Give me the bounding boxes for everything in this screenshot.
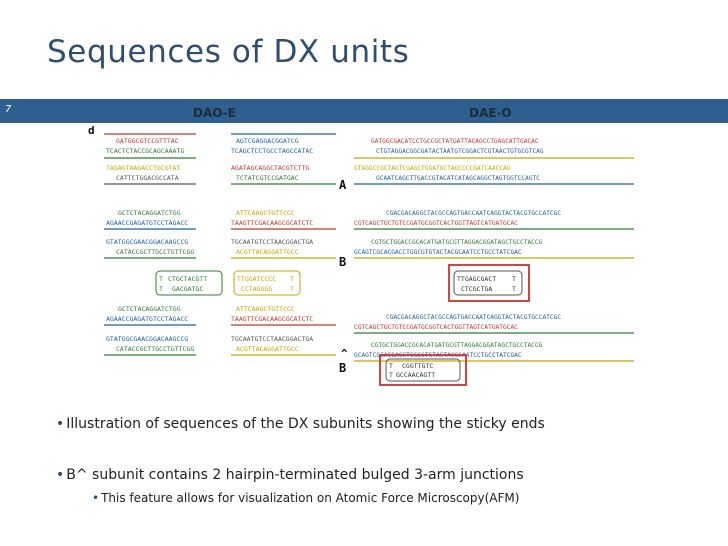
seq-line: AGAACCGAGATGTCCTAGACC bbox=[106, 315, 188, 323]
seq-line: CTCGCTGA bbox=[461, 285, 492, 293]
seq-line: ACGTTACAGGATTGCC bbox=[236, 248, 299, 256]
bullet-dot: • bbox=[56, 467, 64, 483]
seq-line: TCAGCTCCTGCCTAGCCATAC bbox=[231, 147, 313, 155]
seq-line: TGCAATGTCCTAACGGACTGA bbox=[231, 238, 313, 246]
bullet-dot: • bbox=[56, 416, 64, 432]
left-block-4: ATTCAAGCTGTTCCC TAAGTTCGACAAGCGCATCTC TG… bbox=[231, 209, 336, 258]
sub-bullet-1: •This feature allows for visualization o… bbox=[92, 491, 519, 505]
seq-line: AGTCGAGGACGGATCG bbox=[236, 137, 299, 145]
bullet-text: This feature allows for visualization on… bbox=[101, 491, 519, 505]
seq-line: ATTCAAGCTGTTCCC bbox=[236, 305, 295, 313]
seq-line: CATACCGCTTGCCTGTTCGG bbox=[116, 345, 194, 353]
slide-title: Sequences of DX units bbox=[47, 34, 409, 70]
seq-line: TCTATCGTCCGATGAC bbox=[236, 174, 299, 182]
bullet-text: B^ subunit contains 2 hairpin-terminated… bbox=[66, 467, 523, 483]
seq-line: GCTCTACAGGATCTGG bbox=[118, 209, 181, 217]
seq-line: GCTCTACAGGATCTGG bbox=[118, 305, 181, 313]
seq-line: CGTCAGCTGCTGTCCGATGCGGTCACTGGTTAGTCATGAT… bbox=[354, 220, 518, 227]
seq-line: GATGGCGACATCCTGCCGCTATGATTACAGCCTGAGCATT… bbox=[371, 138, 539, 145]
left-block-6: ATTCAAGCTGTTCCC TAAGTTCGACAAGCGCATCTC TG… bbox=[231, 305, 336, 355]
column-label-dao-e: DAO-E bbox=[193, 106, 236, 120]
seq-line: CGACGACAGGCTACGCCAGTGACCAATCAGGTACTACGTG… bbox=[386, 210, 561, 217]
svg-text:T: T bbox=[389, 371, 393, 379]
seq-line: TGCAATGTCCTAACGGACTGA bbox=[231, 335, 313, 343]
left-hairpin-2: TTGGATCCCC CCTAGGGG T T bbox=[234, 271, 300, 295]
seq-line: ATTCAAGCTGTTCCC bbox=[236, 209, 295, 217]
svg-text:T: T bbox=[159, 275, 163, 283]
column-label-dae-o: DAE-O bbox=[469, 106, 512, 120]
seq-line: CGTGCTGGACCGCACATGATGCGTTAGGACGGATAGCTGC… bbox=[371, 239, 543, 246]
seq-line: GCAGTCGCACGACCTGGCGTGTACTACGCAATCCTGCCTA… bbox=[354, 249, 522, 256]
right-hairpin-highlight-1: TTGAGCGACT CTCGCTGA T T bbox=[449, 265, 529, 301]
label-a: A bbox=[339, 178, 347, 192]
svg-text:T: T bbox=[512, 285, 516, 293]
seq-line: AGATAGCAGGCTACGTCTTG bbox=[231, 164, 309, 172]
seq-line: CGTCAGCTGCTGTCCGATGCGGTCACTGGTTAGTCATGAT… bbox=[354, 324, 518, 331]
seq-line: GTATGGCGAACGGACAAGCCG bbox=[106, 335, 188, 343]
seq-line: GATGGCGTCCGTTTAC bbox=[116, 137, 179, 145]
label-b2: B bbox=[339, 361, 346, 375]
seq-line: GACGATGC bbox=[172, 285, 203, 293]
bullet-text: Illustration of sequences of the DX subu… bbox=[66, 416, 545, 432]
seq-line: GCAATCAGCTTGACCGTACATCATAGCAGGCTAGTGGTCC… bbox=[376, 175, 540, 182]
svg-text:T: T bbox=[159, 285, 163, 293]
header-bar bbox=[0, 99, 728, 123]
seq-line: TCACTCTACCGCAGCAAATG bbox=[106, 147, 184, 155]
label-b: B bbox=[339, 255, 346, 269]
left-block-1: GATGGCGTCCGTTTAC TCACTCTACCGCAGCAAATG TA… bbox=[104, 134, 196, 184]
seq-line: CATACCGCTTGCCTGTTCGG bbox=[116, 248, 194, 256]
bullet-2: •B^ subunit contains 2 hairpin-terminate… bbox=[56, 467, 524, 483]
left-hairpin-1: T T CTGCTACGTT GACGATGC bbox=[156, 271, 222, 295]
seq-line: TAAGTTCGACAAGCGCATCTC bbox=[231, 315, 313, 323]
seq-line: ACGTTACAGGATTGCC bbox=[236, 345, 299, 353]
seq-line: CTGCTACGTT bbox=[168, 275, 207, 283]
seq-line: TTGGATCCCC bbox=[237, 275, 276, 283]
right-hairpin-highlight-2: T T CGGTTGTC GCCAACAGTT bbox=[380, 355, 466, 385]
seq-line: AGAACCGAGATGTCCTAGACC bbox=[106, 219, 188, 227]
seq-line: CTGTAGGACGGCGATACTAATGTCGGACTCGTAACTGTGC… bbox=[376, 148, 544, 155]
svg-text:T: T bbox=[389, 362, 393, 370]
right-block-1: GATGGCGACATCCTGCCGCTATGATTACAGCCTGAGCATT… bbox=[354, 138, 634, 184]
seq-line: CGACGACAGGCTACGCCAGTGACCAATCAGGTACTACGTG… bbox=[386, 314, 561, 321]
dx-sequence-figure: d GATGGCGTCCGTTTAC TCACTCTACCGCAGCAAATG … bbox=[86, 121, 634, 387]
seq-line: CGGTTGTC bbox=[402, 362, 433, 370]
svg-text:T: T bbox=[512, 275, 516, 283]
left-block-2: AGTCGAGGACGGATCG TCAGCTCCTGCCTAGCCATAC A… bbox=[231, 134, 336, 184]
panel-letter: d bbox=[88, 124, 95, 137]
left-block-3: GCTCTACAGGATCTGG AGAACCGAGATGTCCTAGACC G… bbox=[104, 209, 196, 258]
bullet-1: •Illustration of sequences of the DX sub… bbox=[56, 416, 545, 432]
label-b-hat: ^ bbox=[341, 347, 348, 360]
right-block-2: CGACGACAGGCTACGCCAGTGACCAATCAGGTACTACGTG… bbox=[354, 210, 634, 258]
slide-number: 7 bbox=[5, 104, 11, 115]
seq-line: CGTGCTGGACCGCACATGATGCGTTAGGACGGATAGCTGC… bbox=[371, 342, 543, 349]
svg-text:T: T bbox=[290, 285, 294, 293]
seq-line: GTATGGCGAACGGACAAGCCG bbox=[106, 238, 188, 246]
seq-line: TTGAGCGACT bbox=[457, 275, 496, 283]
seq-line: CCTAGGGG bbox=[241, 285, 272, 293]
seq-line: GCCAACAGTT bbox=[396, 371, 435, 379]
svg-text:T: T bbox=[290, 275, 294, 283]
seq-line: GTAGGCCGCTAGTCGAGCTGGATGCTAGCCCCGATCAACC… bbox=[354, 165, 511, 172]
seq-line: CATTCTGGACGCCATA bbox=[116, 174, 179, 182]
bullet-dot: • bbox=[92, 491, 99, 505]
right-block-3: CGACGACAGGCTACGCCAGTGACCAATCAGGTACTACGTG… bbox=[354, 314, 634, 361]
seq-line: TAAGTTCGACAAGCGCATCTC bbox=[231, 219, 313, 227]
left-block-5: GCTCTACAGGATCTGG AGAACCGAGATGTCCTAGACC G… bbox=[104, 305, 196, 355]
seq-line: TAGAGTAAGACCTGCGTAT bbox=[106, 164, 180, 172]
